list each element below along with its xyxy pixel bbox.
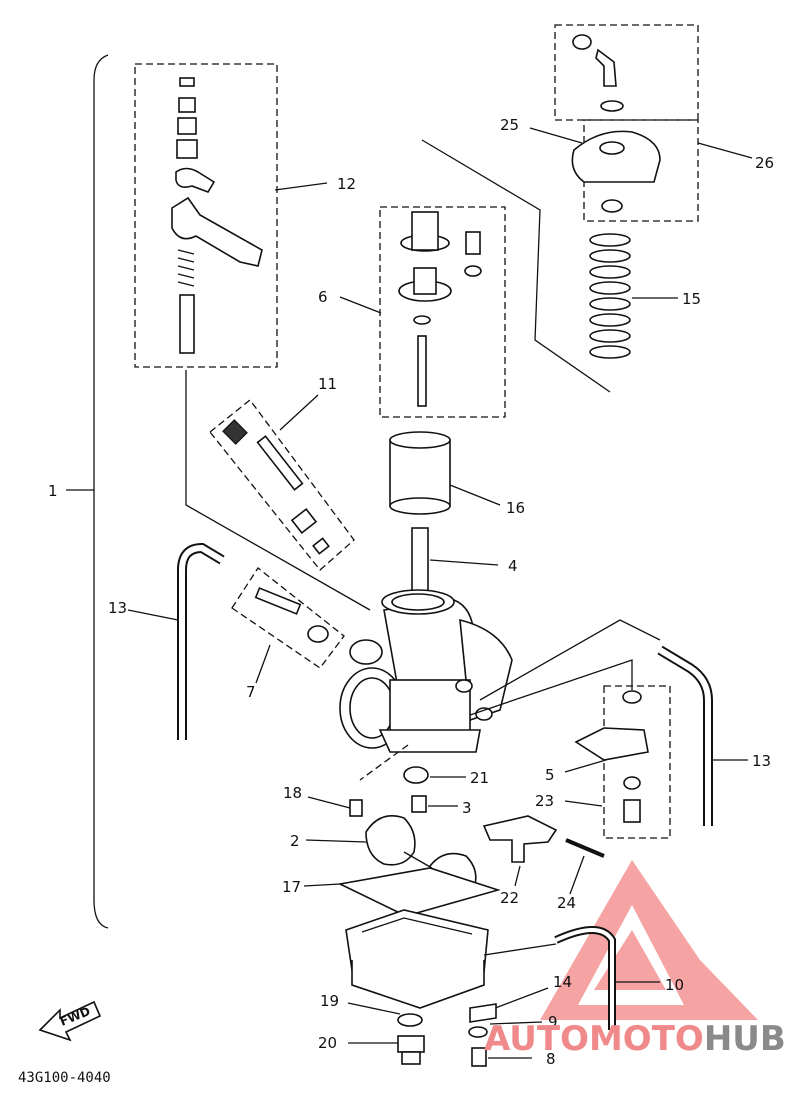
float-chamber [345,909,489,1009]
callout-18: 18 [283,784,302,802]
throttle-lever-parts [171,77,263,354]
callout-2: 2 [290,832,300,850]
group-box-23 [603,685,671,839]
callout-23: 23 [535,792,554,810]
group-box-11 [209,399,355,571]
callout-14: 14 [553,973,572,991]
watermark-part-b: HUB [704,1019,786,1059]
callout-7: 7 [246,683,256,701]
air-screw-parts [254,587,329,643]
callout-6: 6 [318,288,328,306]
callout-13-left: 13 [108,599,127,617]
callout-21: 21 [470,769,489,787]
diagram-code: 43G100-4040 [18,1070,111,1086]
callout-8: 8 [546,1050,556,1068]
watermark-logo [540,860,758,1020]
float-chamber-gasket [337,867,501,917]
watermark-part-a: AUTOMOTO [484,1019,704,1059]
throttle-valve-parts [398,211,482,407]
callout-24: 24 [557,894,576,912]
overflow-hose-left [177,542,225,740]
drain-o-ring [397,1013,423,1027]
pilot-screw-parts [222,419,330,555]
jet-holder-parts [574,690,649,823]
callout-15: 15 [682,290,701,308]
callout-17: 17 [282,878,301,896]
callout-22: 22 [500,889,519,907]
main-jet-washer [403,766,429,784]
drain-plug [397,1035,425,1065]
screw-washer [468,1026,488,1038]
callout-1: 1 [48,482,58,500]
callout-20: 20 [318,1034,337,1052]
callout-16: 16 [506,499,525,517]
throttle-spring [589,233,631,359]
float-chamber-bracket [482,815,558,863]
callout-19: 19 [320,992,339,1010]
group-box-26 [554,24,699,121]
callout-26: 26 [755,154,774,172]
assembly-bracket [93,54,109,929]
callout-9: 9 [548,1013,558,1031]
top-cap-parts [571,34,661,213]
watermark-text: AUTOMOTOHUB [484,1019,786,1059]
callout-13-right: 13 [752,752,771,770]
callout-3: 3 [462,799,472,817]
callout-11: 11 [318,375,337,393]
fwd-arrow: FWD [38,1000,102,1042]
float-pin [565,838,605,858]
group-box-7 [231,567,345,669]
drain-screw [349,799,363,817]
carburetor-body [339,589,513,753]
main-jet [411,795,427,813]
callout-10: 10 [665,976,684,994]
callout-4: 4 [508,557,518,575]
callout-labels: 1 2 3 4 5 6 7 8 9 10 11 12 13 13 14 15 1… [48,116,774,1068]
clip-plate [469,1003,497,1023]
callout-5: 5 [545,766,555,784]
group-box-12 [134,63,278,368]
needle-jet [411,527,429,601]
callout-25: 25 [500,116,519,134]
callout-12: 12 [337,175,356,193]
needle-jet-sleeve [389,431,451,515]
pan-screw [471,1047,487,1067]
